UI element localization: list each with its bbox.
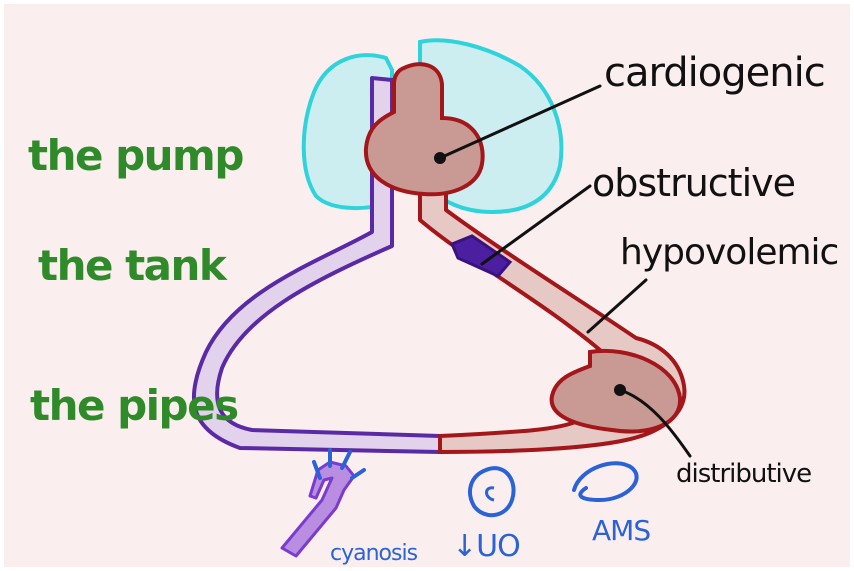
label-cyanosis: cyanosis [330,541,418,566]
label-urine-output: ↓UO [452,529,520,564]
label-the-pump: the pump [28,131,243,180]
label-cardiogenic: cardiogenic [604,50,825,96]
label-hypovolemic: hypovolemic [620,232,838,273]
label-the-tank: the tank [38,241,228,290]
distributive-dot [614,384,626,396]
label-ams: AMS [592,514,650,547]
label-distributive: distributive [676,459,811,489]
label-obstructive: obstructive [592,161,795,205]
label-the-pipes: the pipes [30,381,238,430]
cardiogenic-dot [434,152,446,164]
